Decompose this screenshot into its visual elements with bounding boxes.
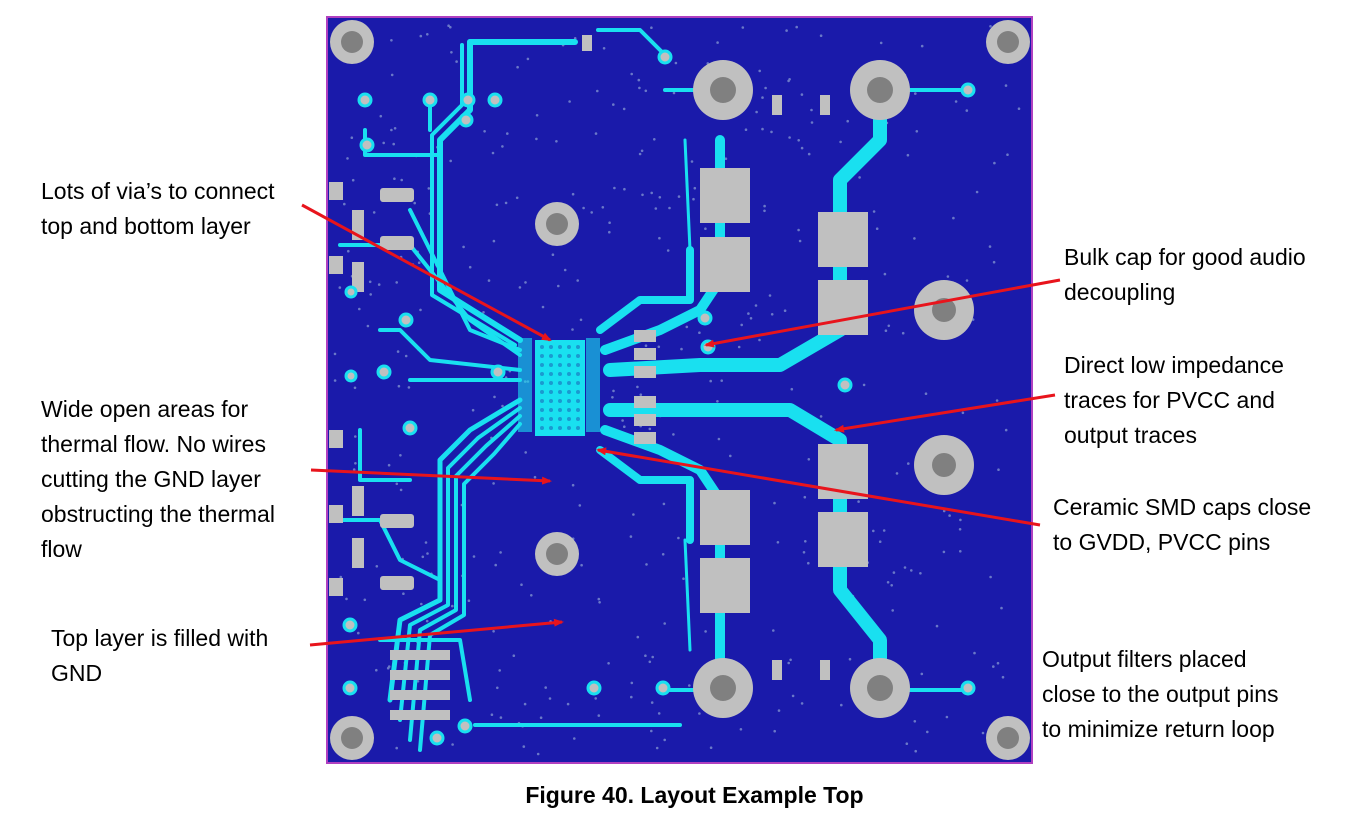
test-pads xyxy=(342,49,976,746)
callout-top-layer: Top layer is filled with GND xyxy=(51,625,269,686)
figure-caption: Figure 40. Layout Example Top xyxy=(525,782,864,808)
arrow-top-layer xyxy=(309,618,564,647)
callout-vias: Lots of via’s to connect top and bottom … xyxy=(41,178,275,239)
callout-filters: Output filters placed close to the outpu… xyxy=(1042,646,1279,742)
pcb-board xyxy=(326,16,1033,764)
arrow-thermal xyxy=(310,468,552,485)
arrow-bulk-cap xyxy=(704,278,1061,348)
callout-traces: Direct low impedance traces for PVCC and… xyxy=(1064,352,1284,448)
ic-chip xyxy=(518,338,600,436)
callout-arrows xyxy=(301,203,1061,647)
callout-ceramic: Ceramic SMD caps close to GVDD, PVCC pin… xyxy=(1053,494,1312,555)
smd-components xyxy=(329,35,830,720)
callout-bulk-cap: Bulk cap for good audio decoupling xyxy=(1064,244,1306,305)
inductors xyxy=(700,168,868,613)
arrow-vias xyxy=(301,203,552,342)
arrow-traces xyxy=(834,393,1056,433)
mounting-holes xyxy=(330,20,1030,760)
callout-thermal: Wide open areas for thermal flow. No wir… xyxy=(41,396,275,562)
arrow-ceramic xyxy=(596,447,1041,527)
output-terminals xyxy=(693,60,910,718)
